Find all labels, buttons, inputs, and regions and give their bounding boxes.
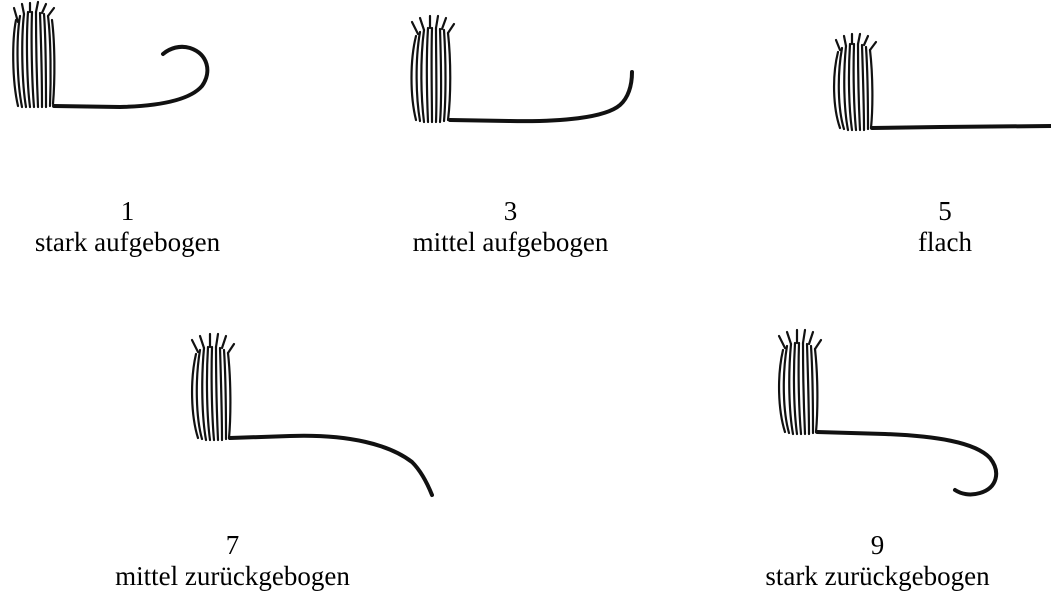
illustration-medium-recurved [150, 300, 485, 525]
scale-number: 7 [55, 530, 410, 561]
medium-recurved-tail-drawing [150, 300, 485, 525]
illustration-strongly-recurved [735, 300, 1051, 525]
caption-medium-recurved: 7 mittel zurückgebogen [55, 530, 410, 592]
upturned-tail-drawing [0, 0, 270, 195]
illustration-strongly-upturned [0, 0, 270, 195]
caption-strongly-upturned: 1 stark aufgebogen [10, 196, 245, 258]
caption-flat: 5 flach [845, 196, 1045, 258]
illustration-flat [800, 0, 1051, 195]
flat-tail-drawing [800, 0, 1051, 195]
scale-label: stark aufgebogen [10, 227, 245, 258]
scale-number: 1 [10, 196, 245, 227]
scale-label: mittel aufgebogen [388, 227, 633, 258]
strongly-recurved-tail-drawing [735, 300, 1051, 525]
scale-label: stark zurückgebogen [710, 561, 1045, 592]
medium-upturned-tail-drawing [380, 0, 685, 195]
scale-label: mittel zurückgebogen [55, 561, 410, 592]
scale-label: flach [845, 227, 1045, 258]
scale-number: 5 [845, 196, 1045, 227]
caption-strongly-recurved: 9 stark zurückgebogen [710, 530, 1045, 592]
illustration-medium-upturned [380, 0, 685, 195]
caption-medium-upturned: 3 mittel aufgebogen [388, 196, 633, 258]
scale-number: 9 [710, 530, 1045, 561]
scale-number: 3 [388, 196, 633, 227]
